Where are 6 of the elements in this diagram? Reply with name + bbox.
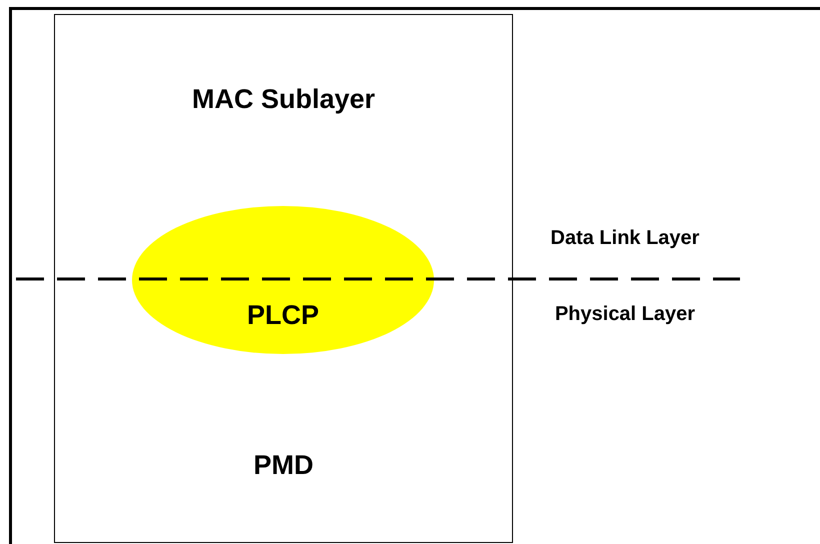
sublayer-title: PLCP xyxy=(246,299,320,332)
sublayer-title: PMD xyxy=(252,449,314,482)
sublayer-box xyxy=(54,14,513,543)
layer-label: Physical Layer xyxy=(554,302,696,326)
sublayer-title: MAC Sublayer xyxy=(190,83,376,116)
layer-label: Data Link Layer xyxy=(550,226,700,250)
